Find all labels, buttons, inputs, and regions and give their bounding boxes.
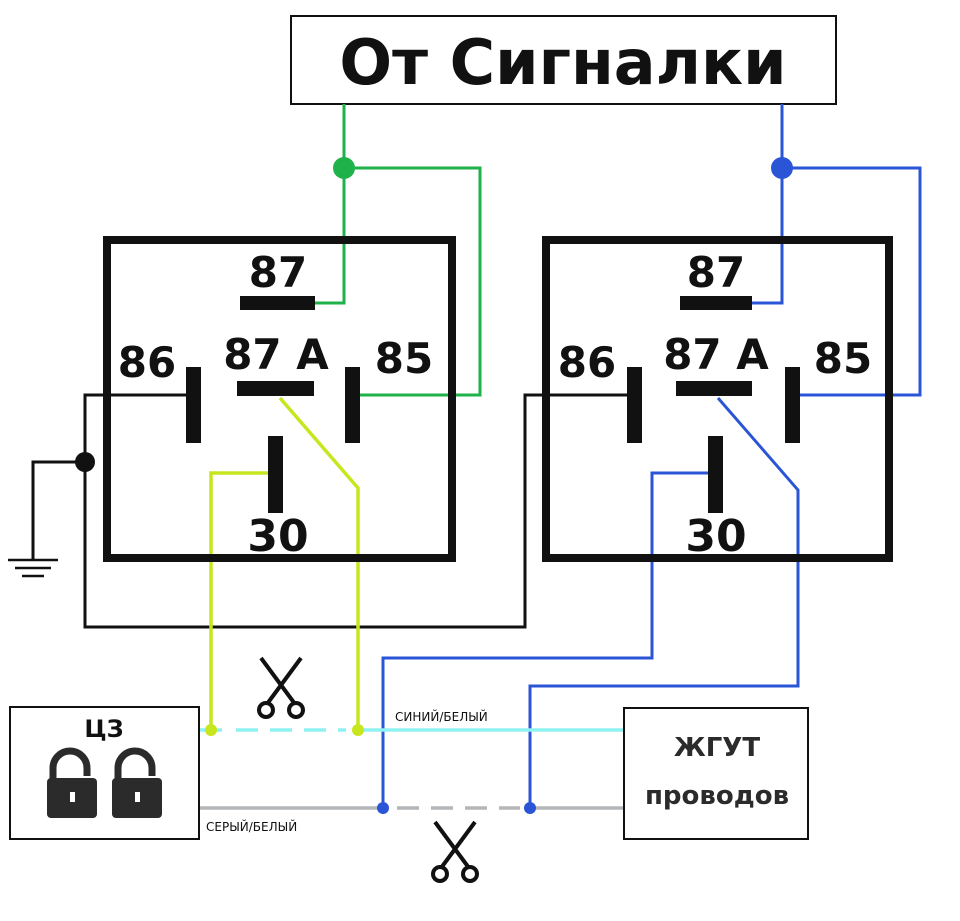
pin-30-contact: [268, 436, 283, 513]
wire-label-gray-white: СЕРЫЙ/БЕЛЫЙ: [206, 819, 297, 834]
scissors-icon: [431, 820, 479, 883]
pin-85-label: 85: [814, 334, 872, 383]
relay-2: 87 87 A 86 85 30: [542, 236, 893, 562]
pin-30-label: 30: [247, 511, 308, 562]
junction-dot-icon: [333, 157, 355, 179]
pin-85-label: 85: [375, 334, 433, 383]
pin-85-contact: [345, 367, 360, 443]
central-lock-box: ЦЗ: [9, 706, 200, 840]
ground-icon: [8, 558, 58, 578]
relay-1: 87 87 A 86 85 30: [103, 236, 456, 562]
junction-dot-icon: [771, 157, 793, 179]
pin-87a-contact: [676, 381, 752, 396]
ground-wire: [31, 393, 630, 629]
pin-87a-label: 87 A: [223, 330, 329, 379]
pin-87a-label: 87 A: [663, 330, 769, 379]
scissors-icon: [257, 656, 305, 719]
pin-85-contact: [785, 367, 800, 443]
pin-87-label: 87: [687, 248, 745, 297]
lock-icon: [47, 747, 97, 818]
junction-dot-icon: [524, 802, 536, 814]
wire-harness-box: ЖГУТ проводов: [623, 707, 809, 840]
harness-label-line2: проводов: [645, 781, 789, 811]
pin-87-label: 87: [249, 248, 307, 297]
junction-dot-icon: [352, 724, 364, 736]
junction-dot-icon: [377, 802, 389, 814]
pin-30-contact: [708, 436, 723, 513]
central-lock-label: ЦЗ: [84, 715, 123, 743]
harness-label-line1: ЖГУТ: [674, 733, 760, 763]
pin-86-label: 86: [558, 338, 616, 387]
pin-86-label: 86: [118, 338, 176, 387]
header-title: От Сигналки: [339, 26, 786, 99]
pin-86-contact: [627, 367, 642, 443]
junction-dot-icon: [75, 452, 95, 472]
header-box: От Сигналки: [290, 15, 837, 105]
wire-label-blue-white: СИНИЙ/БЕЛЫЙ: [395, 709, 488, 724]
pin-87-contact: [680, 296, 752, 310]
pin-87a-contact: [237, 381, 314, 396]
pin-87-contact: [240, 296, 315, 310]
lock-icon: [112, 747, 162, 818]
pin-30-label: 30: [685, 511, 746, 562]
lime-wire: [209, 396, 360, 730]
blue-wire-bottom: [381, 397, 800, 808]
pin-86-contact: [186, 367, 201, 443]
junction-dot-icon: [205, 724, 217, 736]
